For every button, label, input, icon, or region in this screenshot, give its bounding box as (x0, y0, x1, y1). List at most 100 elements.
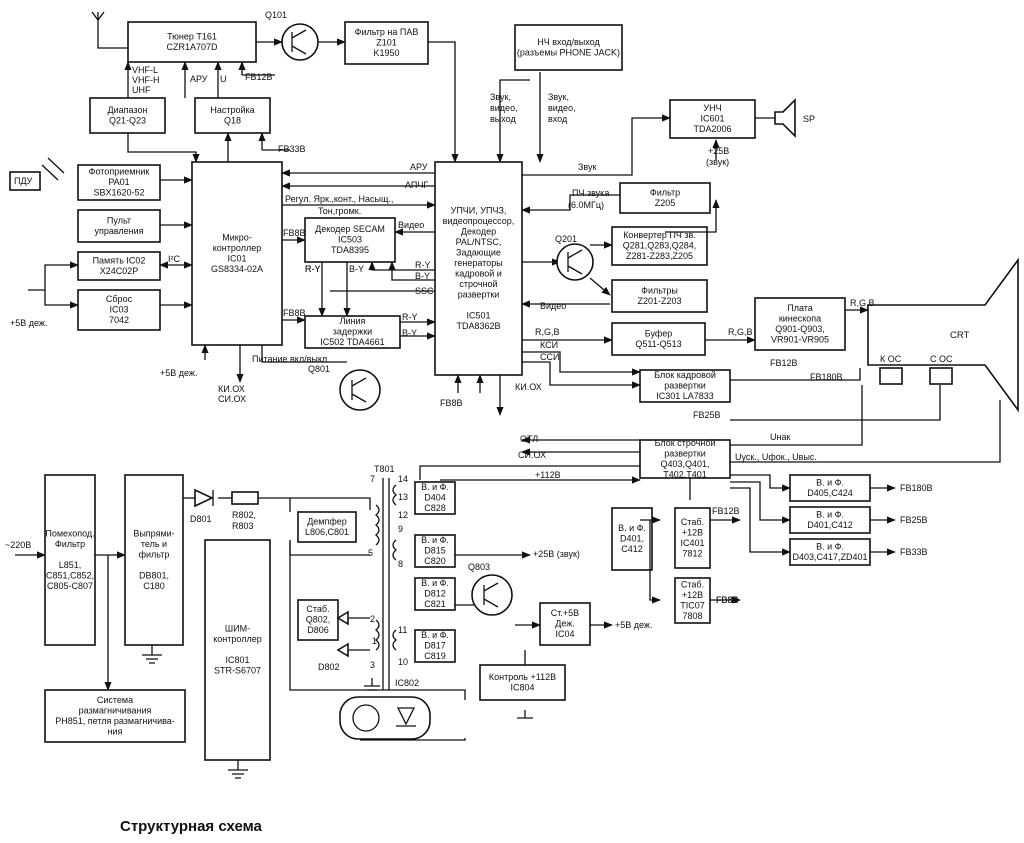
q101-label: Q101 (265, 10, 287, 20)
audio-io-block: НЧ вход/выход(разъемы PHONE JACK) (514, 24, 623, 71)
degauss-line: ния (108, 726, 123, 736)
q201-transistor-icon (556, 243, 594, 281)
d801-diode-icon (194, 488, 214, 508)
rect2-line: В. и Ф. (816, 509, 844, 519)
pwm-line: STR-S6707 (214, 666, 261, 676)
d801-label: D801 (190, 514, 212, 524)
audio-io-line: НЧ вход/выход (537, 37, 600, 47)
tuning-line: Q18 (224, 115, 241, 125)
p11-label: 11 (398, 625, 407, 635)
main-ic-line: IC501 (466, 310, 490, 320)
st5-line: Ст.+5В (551, 608, 579, 618)
ssc-label: SSC (415, 286, 434, 296)
u-label: U (220, 74, 227, 84)
kine-line: Плата (787, 303, 813, 313)
ctrl-line: IC804 (510, 682, 534, 692)
horiz-line: Блок строчной (655, 438, 716, 448)
rect3-block: В. и Ф.D403,C417,ZD401 (789, 538, 871, 566)
fb12-t-label: FB12В (245, 72, 273, 82)
fb12-k-label: FB12В (770, 358, 798, 368)
aptch-label: АПЧГ (405, 180, 428, 190)
sound3-label: Звук (578, 162, 597, 172)
rect1-block: В. и Ф.D405,C424 (789, 474, 871, 502)
t801-label: T801 (374, 464, 395, 474)
p12-label: 12 (398, 510, 408, 520)
uusk-label: Uуск., Uфок., Uвыс. (735, 452, 817, 462)
q101-transistor-icon (281, 23, 319, 61)
ir-line: SBX1620-52 (93, 188, 144, 198)
by2-label: B-Y (415, 271, 430, 281)
rgb1-label: R,G,B (535, 327, 560, 337)
pwm-line: контроллер (213, 634, 261, 644)
reset-line: IC03 (109, 305, 128, 315)
fb8c-label: FB8B (440, 398, 463, 408)
stab802-line: Стаб. (306, 604, 329, 614)
rectifier-line: тель и (141, 539, 167, 549)
stab12a-line: IC401 (680, 538, 704, 548)
main-ic-line: кадровой и (455, 268, 502, 278)
remote-icon (9, 171, 41, 191)
vf3-line: D812 (424, 589, 446, 599)
ry4-label: R-Y (305, 264, 321, 274)
mcu-line: контроллер (213, 243, 261, 253)
rect1-line: В. и Ф. (816, 477, 844, 487)
vf3-line: C821 (424, 599, 446, 609)
p8-label: 8 (398, 559, 403, 569)
video1-label: Видео (398, 220, 424, 230)
damper-line: L806,C801 (305, 527, 349, 537)
by3-label: B-Y (402, 328, 417, 338)
horiz-block: Блок строчнойразверткиQ403,Q401,T402,T40… (639, 438, 731, 479)
band-line: Q21-Q23 (109, 115, 146, 125)
video2-label: Видео (540, 301, 566, 311)
saw-line: Z101 (376, 38, 397, 48)
ground-icon (142, 645, 162, 664)
vf4-line: C819 (424, 651, 446, 661)
vf1-line: D404 (424, 493, 446, 503)
stab802-line: D806 (307, 625, 329, 635)
vert-line: развертки (664, 381, 706, 391)
filter205-line: Фильтр (650, 187, 680, 197)
plus5d-label: +5В деж. (615, 620, 652, 630)
plus5-left-label: +5В деж. (10, 318, 47, 328)
regul-label: Регул. Ярк.,конт., Насыщ., (285, 194, 393, 204)
rectifier-line: фильтр (139, 549, 170, 559)
ground-icon (517, 710, 533, 719)
mcu-line: Микро- (222, 232, 251, 242)
main-ic-line: генераторы (454, 258, 502, 268)
crt-tube (867, 257, 1019, 413)
p10-label: 10 (398, 657, 408, 667)
amp-line: TDA2006 (693, 124, 731, 134)
c-oc-coil-icon (929, 367, 953, 385)
p1-label: 1 (372, 636, 377, 646)
ctrl-line: Контроль +112В (489, 672, 556, 682)
secam-line: Декодер SECAM (315, 224, 385, 234)
q201-label: Q201 (555, 234, 577, 244)
stab12a-line: 7812 (682, 548, 702, 558)
delay-line: IC502 TDA4661 (320, 337, 384, 347)
ground-icon (228, 760, 248, 779)
vert-line: IC301 LA7833 (656, 391, 714, 401)
rect1-line: D405,C424 (807, 488, 853, 498)
so-label: С ОС (930, 354, 953, 364)
vf2-line: D815 (424, 546, 446, 556)
out-fb25-label: FB25В (900, 515, 928, 525)
rect2-block: В. и Ф.D401,C412 (789, 506, 871, 534)
filter205-line: Z205 (655, 198, 676, 208)
ki-ox-label: КИ.ОХ (218, 384, 245, 394)
rect2-line: D401,C412 (807, 520, 853, 530)
panel-line: Пульт (107, 215, 131, 225)
q801-label: Q801 (308, 364, 330, 374)
secam-line: TDA8395 (331, 245, 369, 255)
